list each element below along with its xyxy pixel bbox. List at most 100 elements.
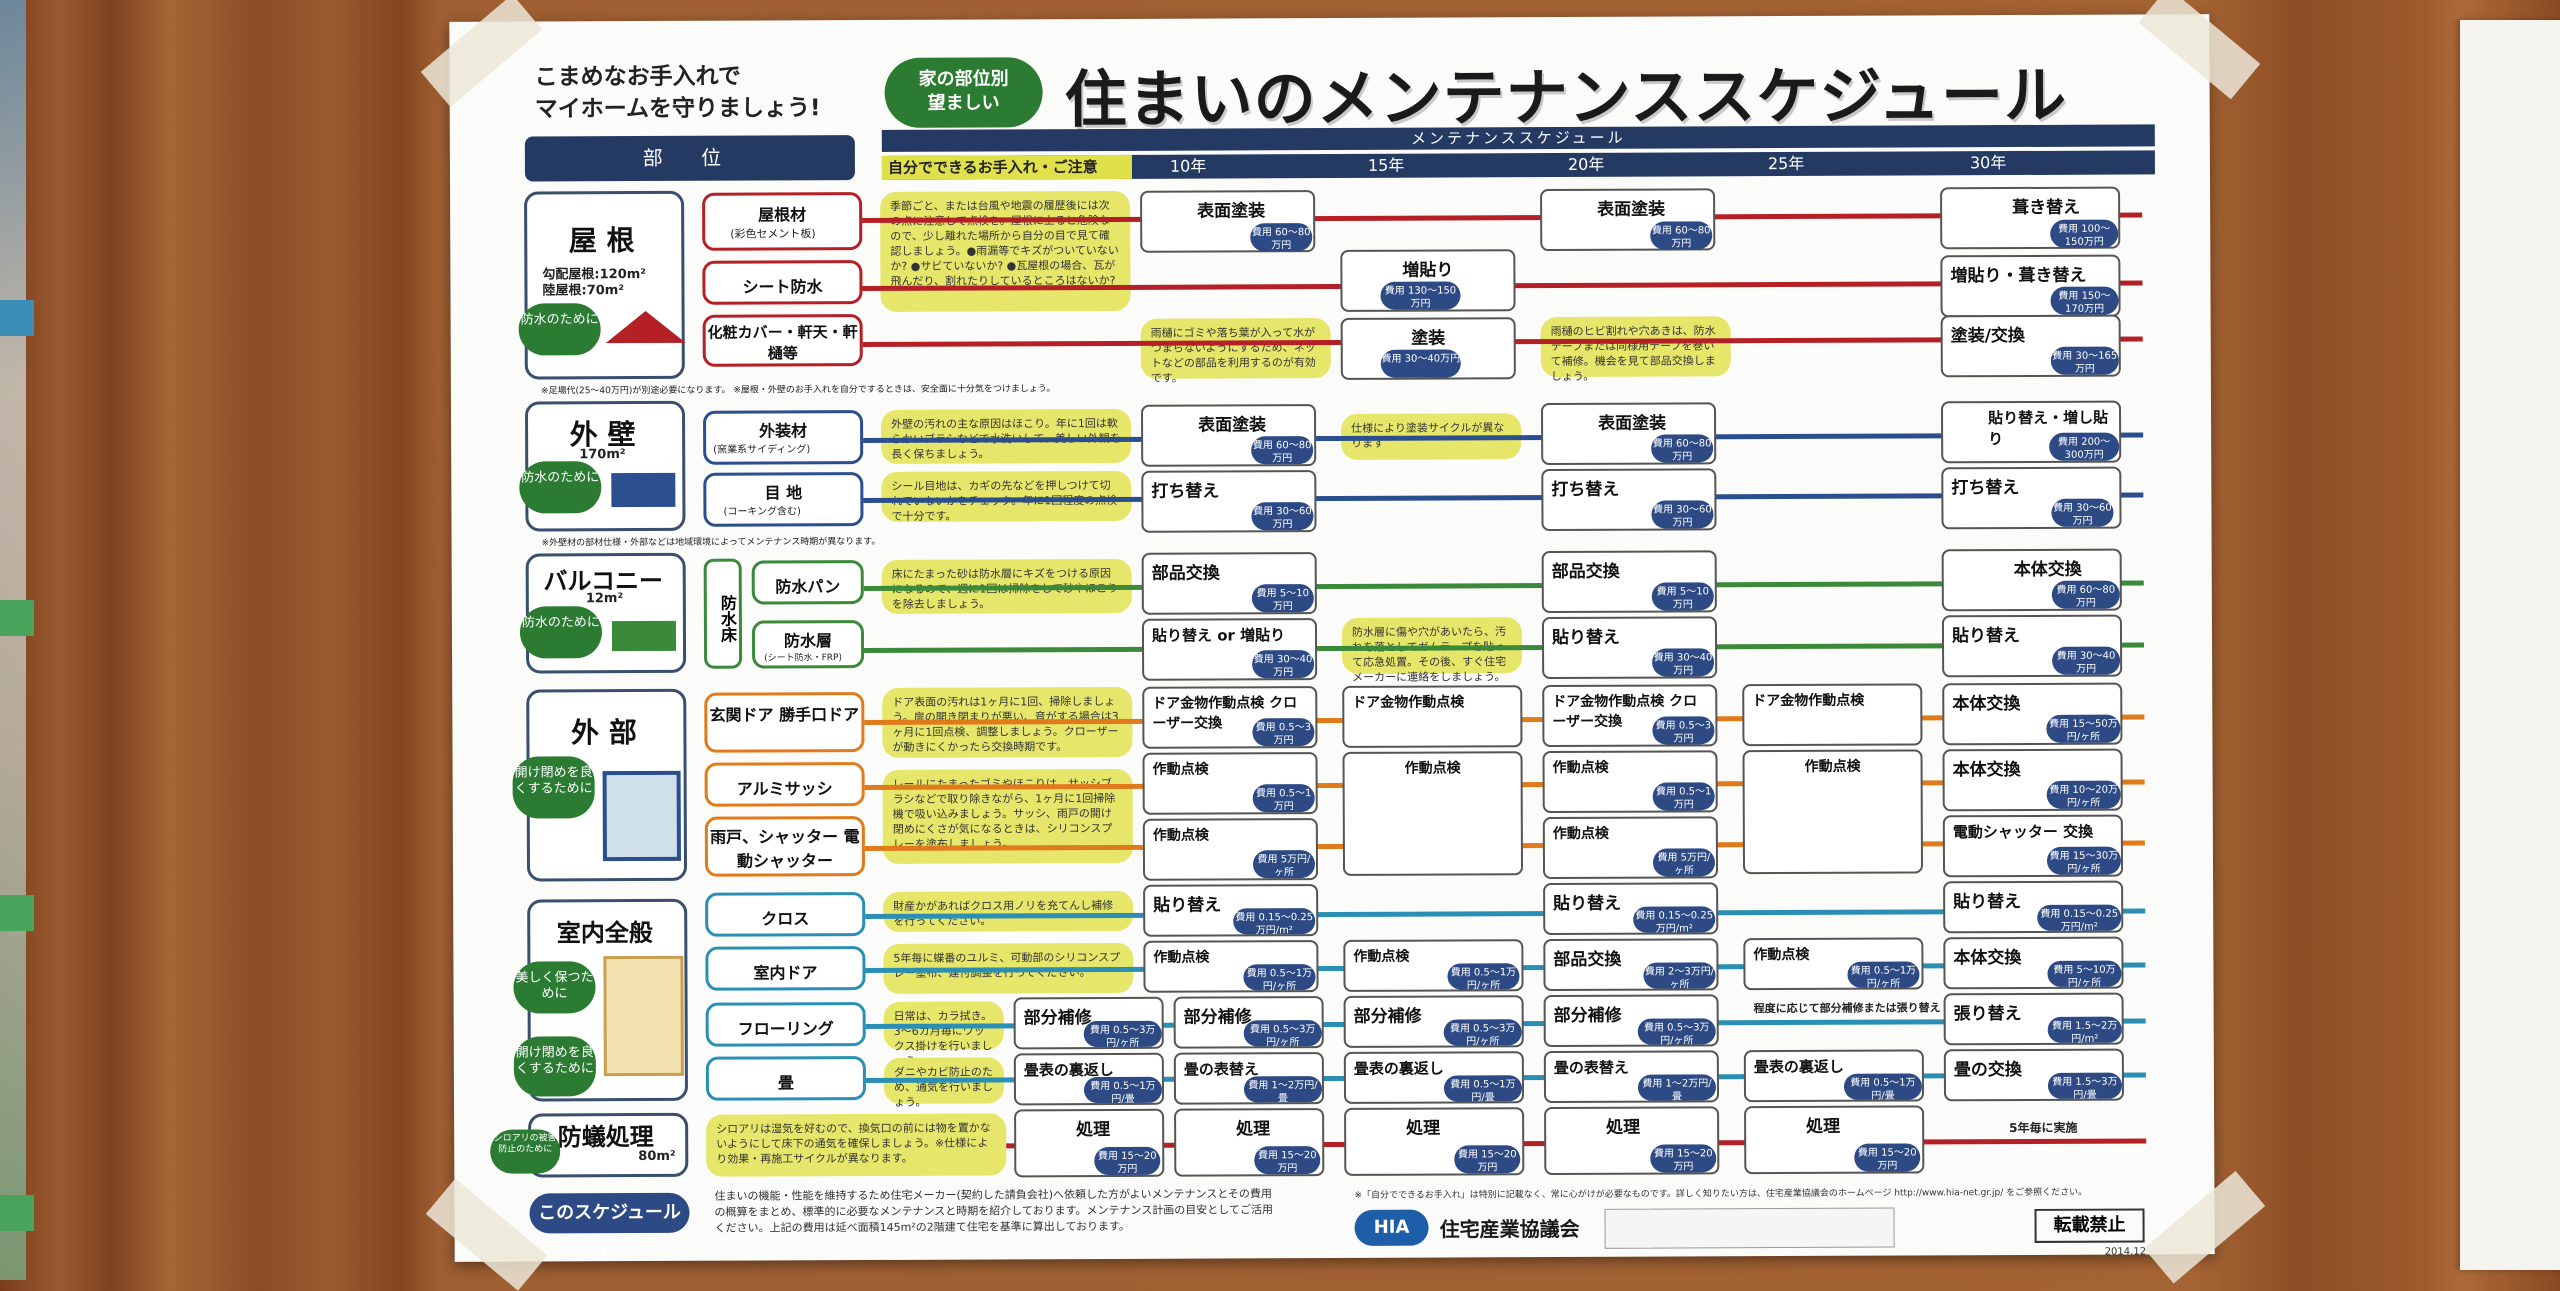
year-label: 15年 (1367, 155, 1405, 175)
cost-badge: 費用 15〜20万円 (1854, 1143, 1921, 1172)
cost-badge: 費用 130〜150万円 (1380, 281, 1461, 310)
date-label: 2014.12 (2104, 1246, 2147, 1258)
part-sub: (窯業系サイディング) (713, 444, 811, 456)
purpose-bubble: 開け閉めを良くするために (512, 756, 595, 819)
part-joint: 目 地 (703, 472, 864, 527)
speech-bubble: 家の部位別望ましい (884, 57, 1043, 128)
cost-badge: 費用 30〜60万円 (1251, 502, 1314, 531)
cost-badge: 費用 5〜10万円 (1251, 584, 1314, 613)
cost-badge: 費用 0.5〜1万円/ヶ所 (1847, 961, 1920, 990)
cost-badge: 費用 30〜165万円 (2050, 346, 2119, 375)
flooring-note: 程度に応じて部分補修または張り替え (1753, 1001, 1941, 1016)
part-siding: 外装材 (703, 410, 864, 465)
part-aluminium-sash: アルミサッシ (704, 762, 865, 807)
cost-badge: 費用 30〜40万円 (1652, 648, 1715, 677)
cost-badge: 費用 60〜80万円 (1650, 221, 1713, 250)
cost-badge: 費用 0.5〜1万円 (1652, 782, 1715, 811)
purpose-bubble: シロアリの被害防止のために (490, 1129, 561, 1174)
section-title: 室内全般 (556, 918, 653, 948)
part-sub: (コーキング含む) (723, 506, 801, 518)
cost-badge: 費用 30〜40万円 (1252, 650, 1315, 679)
part-sheet: シート防水 (702, 260, 863, 305)
adjacent-poster (2460, 20, 2560, 1270)
section-sub: 陸屋根:70m² (542, 283, 625, 299)
footer-bubble: このスケジュールは… (529, 1192, 690, 1263)
cost-badge: 費用 150〜170万円 (2050, 286, 2119, 315)
part-roofing: 屋根材 (702, 192, 863, 251)
part-interior-door: 室内ドア (705, 946, 866, 991)
cost-badge: 費用 0.15〜0.25万円/m² (2037, 904, 2122, 933)
purpose-bubble: 美しく保つために (513, 961, 596, 1014)
cost-badge: 費用 15〜30万円/ヶ所 (2046, 846, 2122, 875)
footer-text: 住まいの機能・性能を維持するため住宅メーカー(契約した請負会社)へ依頼した方がよ… (714, 1187, 1273, 1235)
cost-badge: 費用 1.5〜3万円/畳 (2047, 1072, 2123, 1101)
schedule-box: 作動点検 (1342, 751, 1524, 876)
cost-badge: 費用 30〜60万円 (1651, 500, 1714, 529)
cost-badge: 費用 5万円/ヶ所 (1252, 850, 1316, 879)
purpose-bubble: 開け閉めを良くするために (513, 1036, 596, 1097)
cost-badge: 費用 200〜300万円 (2049, 432, 2120, 461)
cost-badge: 費用 60〜80万円 (1250, 223, 1313, 252)
wall-icon (611, 472, 676, 508)
org-name: 住宅産業協議会 (1439, 1216, 1580, 1242)
year-label: 25年 (1767, 153, 1805, 174)
cost-badge: 費用 60〜80万円 (1651, 434, 1714, 463)
cost-badge: 費用 0.5〜3万円/ヶ所 (1637, 1018, 1716, 1047)
part-waterproof-pan: 防水パン (751, 560, 864, 605)
cost-badge: 費用 5万円/ヶ所 (1652, 848, 1716, 877)
part-flooring: フローリング (705, 1002, 866, 1047)
floor-label: 防水床 (703, 558, 743, 669)
cost-badge: 費用 15〜20万円 (1650, 1144, 1717, 1173)
note-gutter: 雨樋にゴミや落ち葉が入って水がつまらないようにするため、ネットなどの部品を利用す… (1140, 318, 1331, 385)
note-cloth: 財産かがあればクロス用ノリを充てんし補修を行ってください。 (883, 890, 1134, 932)
cost-badge: 費用 30〜40万円 (2052, 646, 2121, 675)
cost-badge: 費用 5〜10万円 (1651, 582, 1714, 611)
tape (420, 0, 543, 108)
part-entrance-door: 玄関ドア 勝手口ドア (704, 692, 865, 753)
copy-box (1604, 1207, 1895, 1249)
cost-badge: 費用 1.5〜2万円/m² (2047, 1016, 2122, 1045)
cost-badge: 費用 0.5〜1万円/畳 (1843, 1073, 1923, 1102)
cost-badge: 費用 15〜20万円 (1094, 1146, 1161, 1176)
schedule-header: メンテナンススケジュール (881, 124, 2155, 152)
green-tab (0, 600, 34, 636)
cost-badge: 費用 0.5〜3万円/ヶ所 (1083, 1020, 1162, 1049)
cost-badge: 費用 0.5〜1万円/畳 (1443, 1075, 1523, 1103)
year-label: 10年 (1169, 156, 1207, 176)
self-care-header: 自分でできるお手入れ・ご注意 (881, 154, 1132, 180)
room-icon (603, 955, 684, 1077)
section-title: 外 部 (570, 716, 637, 750)
cost-badge: 費用 0.15〜0.25万円/m² (1233, 908, 1316, 936)
purpose-bubble: 防水のために (519, 461, 602, 514)
roof-footnote: ※足場代(25〜40万円)が別途必要になります。 ※屋根・外壁のお手入れを自分で… (540, 384, 1056, 397)
window-icon (602, 770, 681, 862)
note-gutter: 雨樋のヒビ割れや穴あきは、防水テープまたは同様用テープを巻いて補修。機会を見て部… (1540, 316, 1731, 383)
section-sub: 80m² (638, 1148, 676, 1165)
note-roof: 季節ごと、または台風や地震の履歴後には次の点に注意して点検を。屋根に上ると危険な… (880, 190, 1131, 312)
cost-badge: 費用 0.5〜1万円/ヶ所 (1243, 964, 1316, 992)
part-cloth: クロス (705, 892, 866, 937)
cost-badge: 費用 60〜80万円 (1251, 436, 1314, 465)
cost-badge: 費用 0.15〜0.25万円/m² (1633, 906, 1716, 935)
wall-footnote: ※外壁材の部材仕様・外部などは地域環境によってメンテナンス時期が異なります。 (541, 536, 881, 549)
cost-badge: 費用 0.5〜1万円/ヶ所 (1447, 963, 1520, 991)
balcony-icon (611, 620, 677, 652)
year-label: 30年 (1969, 153, 2007, 173)
cost-badge: 費用 15〜20万円 (1254, 1146, 1321, 1175)
footer-note: ※「自分でできるお手入れ」は特別に記載なく、常に心がけが必要なものです。詳しく知… (1354, 1187, 2088, 1201)
green-tab (0, 1195, 34, 1231)
cost-badge: 費用 30〜60万円 (2051, 498, 2114, 527)
schedule-box: ドア金物作動点検 (1742, 683, 1923, 747)
section-sub: 170m² (579, 447, 626, 463)
cost-badge: 費用 60〜80万円 (2051, 580, 2120, 609)
tape (2138, 0, 2261, 100)
part-tatami: 畳 (705, 1056, 867, 1101)
part-sub: (シート防水・FRP) (764, 653, 842, 664)
cost-badge: 費用 5〜10万円/ヶ所 (2047, 960, 2122, 989)
cost-badge: 費用 0.5〜3万円/ヶ所 (1443, 1019, 1522, 1047)
green-tab (0, 895, 34, 931)
cost-badge: 費用 1〜2万円/畳 (1637, 1074, 1717, 1103)
left-panel-edge (0, 0, 26, 1280)
cost-badge: 費用 0.5〜1万円/畳 (1083, 1076, 1163, 1105)
termite-note: 5年毎に実施 (2009, 1120, 2078, 1136)
